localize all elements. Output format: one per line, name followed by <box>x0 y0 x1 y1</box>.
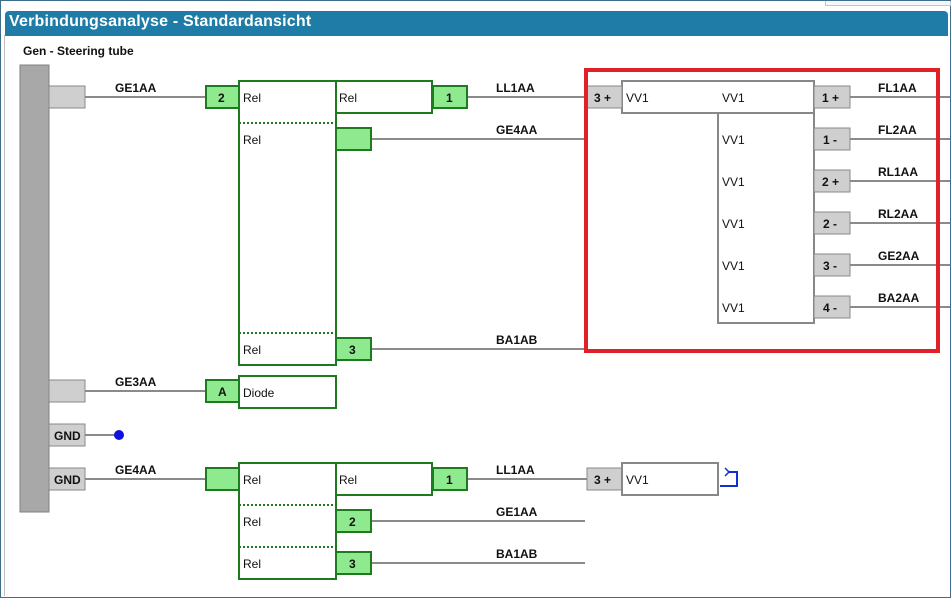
relay1-label-c: Rel <box>243 133 261 147</box>
vv1-pin-in-label: 3 + <box>594 91 611 105</box>
vv1-pin-out-6-label: 4 - <box>823 301 837 315</box>
relay-block-2[interactable] <box>238 462 433 580</box>
connector-pin-gnd-1[interactable] <box>48 423 86 447</box>
wire-label-ba1ab-bottom: BA1AB <box>496 547 538 561</box>
vv1-pin-out-1[interactable] <box>813 85 851 109</box>
return-arrow-icon[interactable] <box>720 467 738 487</box>
gnd-label-2: GND <box>54 473 81 487</box>
wire-label-ll1aa-bottom: LL1AA <box>496 463 535 477</box>
vv1-row-5: VV1 <box>722 259 745 273</box>
wire-label-ge4aa-top: GE4AA <box>496 123 538 137</box>
diode-block[interactable] <box>238 375 337 409</box>
relay1-label-a: Rel <box>243 91 261 105</box>
vv1-row-2: VV1 <box>722 133 745 147</box>
relay2-pin-1[interactable] <box>432 467 468 491</box>
diode-label: Diode <box>243 386 275 400</box>
relay2-pin-2[interactable] <box>335 509 372 533</box>
component-label: Gen - Steering tube <box>23 44 134 58</box>
relay1-pin-1-label: 1 <box>446 91 453 105</box>
connector-bar[interactable] <box>19 64 50 513</box>
vv1-row-1: VV1 <box>722 91 745 105</box>
relay2-pin-1-label: 1 <box>446 473 453 487</box>
wire-label-rl1aa: RL1AA <box>878 165 918 179</box>
wire-group <box>85 96 950 564</box>
wire-label-rl2aa: RL2AA <box>878 207 918 221</box>
relay2-pin-3-label: 3 <box>349 557 356 571</box>
relay-block-1[interactable] <box>238 80 433 366</box>
wire-label-fl2aa: FL2AA <box>878 123 917 137</box>
vv1-pin-out-6[interactable] <box>813 295 851 319</box>
vv1-pin-out-4-label: 2 - <box>823 217 837 231</box>
vv1-pin-out-3-label: 2 + <box>822 175 839 189</box>
relay1-label-d: Rel <box>243 343 261 357</box>
relay2-label-b: Rel <box>339 473 357 487</box>
window-corner-decoration <box>825 1 951 6</box>
wire-label-ge1aa-bottom: GE1AA <box>496 505 538 519</box>
connector-pin-1[interactable] <box>48 85 86 109</box>
gnd-label-1: GND <box>54 429 81 443</box>
vv1-in-label: VV1 <box>626 91 649 105</box>
vv1-row-4: VV1 <box>722 217 745 231</box>
diode-pin-a-label: A <box>218 385 227 399</box>
relay1-pin-2[interactable] <box>205 85 240 109</box>
vv1-bottom-block[interactable] <box>621 462 719 496</box>
window-titlebar: Verbindungsanalyse - Standardansicht <box>5 11 948 36</box>
relay1-pin-3-label: 3 <box>349 343 356 357</box>
vv1-pin-out-5-label: 3 - <box>823 259 837 273</box>
wire-label-ge3aa: GE3AA <box>115 375 157 389</box>
vv1-bottom-pin-label: 3 + <box>594 473 611 487</box>
relay2-label-d: Rel <box>243 557 261 571</box>
connection-diagram: Gen - Steering tube GND GND GE1AA GE3AA … <box>19 44 950 580</box>
relay1-pin-1[interactable] <box>432 85 468 109</box>
wire-label-fl1aa: FL1AA <box>878 81 917 95</box>
relay2-label-a: Rel <box>243 473 261 487</box>
diode-pin-a[interactable] <box>205 379 240 403</box>
vv1-pin-out-4[interactable] <box>813 211 851 235</box>
vv1-pin-out-1-label: 1 + <box>822 91 839 105</box>
relay2-pin-in[interactable] <box>205 467 240 491</box>
vv1-pin-out-3[interactable] <box>813 169 851 193</box>
highlight-frame <box>584 68 940 353</box>
relay1-pin-blank[interactable] <box>335 127 372 151</box>
connector-pin-gnd-2[interactable] <box>48 467 86 491</box>
vv1-bottom-label: VV1 <box>626 473 649 487</box>
wire-label-ll1aa-top: LL1AA <box>496 81 535 95</box>
relay2-label-c: Rel <box>243 515 261 529</box>
relay1-pin-2-label: 2 <box>218 91 225 105</box>
wire-label-ge1aa-top: GE1AA <box>115 81 157 95</box>
vv1-row-6: VV1 <box>722 301 745 315</box>
vv1-row-3: VV1 <box>722 175 745 189</box>
relay1-pin-3[interactable] <box>335 337 372 361</box>
vv1-block[interactable] <box>621 80 815 324</box>
wire-label-ba2aa: BA2AA <box>878 291 920 305</box>
connector-pin-2[interactable] <box>48 379 86 403</box>
vv1-pin-out-2[interactable] <box>813 127 851 151</box>
relay2-pin-2-label: 2 <box>349 515 356 529</box>
relay1-label-b: Rel <box>339 91 357 105</box>
vv1-pin-out-2-label: 1 - <box>823 133 837 147</box>
wire-label-ge4aa-bottom: GE4AA <box>115 463 157 477</box>
vv1-pin-out-5[interactable] <box>813 253 851 277</box>
wire-label-ge2aa: GE2AA <box>878 249 920 263</box>
wire-label-ba1ab-top: BA1AB <box>496 333 538 347</box>
relay2-pin-3[interactable] <box>335 551 372 575</box>
ground-dot[interactable] <box>114 430 124 440</box>
window-title: Verbindungsanalyse - Standardansicht <box>9 13 312 30</box>
diagram-canvas: Gen - Steering tube GND GND GE1AA GE3AA … <box>4 35 950 596</box>
